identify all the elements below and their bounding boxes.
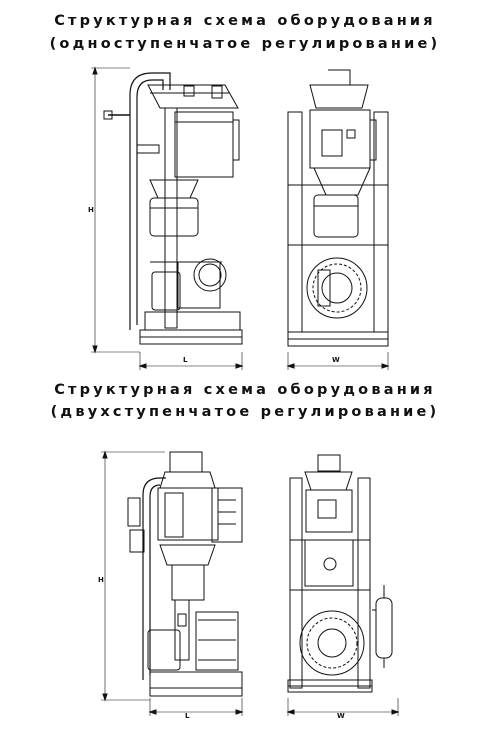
- diagram1-side-view: [91, 66, 244, 370]
- diagram2-title-line2: (двухступенчатое регулирование): [50, 404, 440, 420]
- diagram1-title-line2: (одноступенчатое регулирование): [49, 36, 441, 52]
- diagram1-dim-length-label: L: [183, 356, 188, 364]
- diagram1-dim-width-label: W: [332, 356, 340, 364]
- diagram2-title-line1: Структурная схема оборудования: [54, 382, 436, 398]
- diagram1-front-view: [286, 69, 390, 370]
- diagram2-front-view: [286, 454, 400, 716]
- diagram2-side-view: [101, 450, 244, 716]
- diagram2-dim-length-label: L: [185, 712, 190, 720]
- diagram1-dim-height-label: H: [88, 206, 94, 214]
- diagram2-dim-height-label: H: [98, 576, 104, 584]
- diagram1-title-line1: Структурная схема оборудования: [54, 13, 436, 29]
- diagram2-dim-width-label: W: [337, 712, 345, 720]
